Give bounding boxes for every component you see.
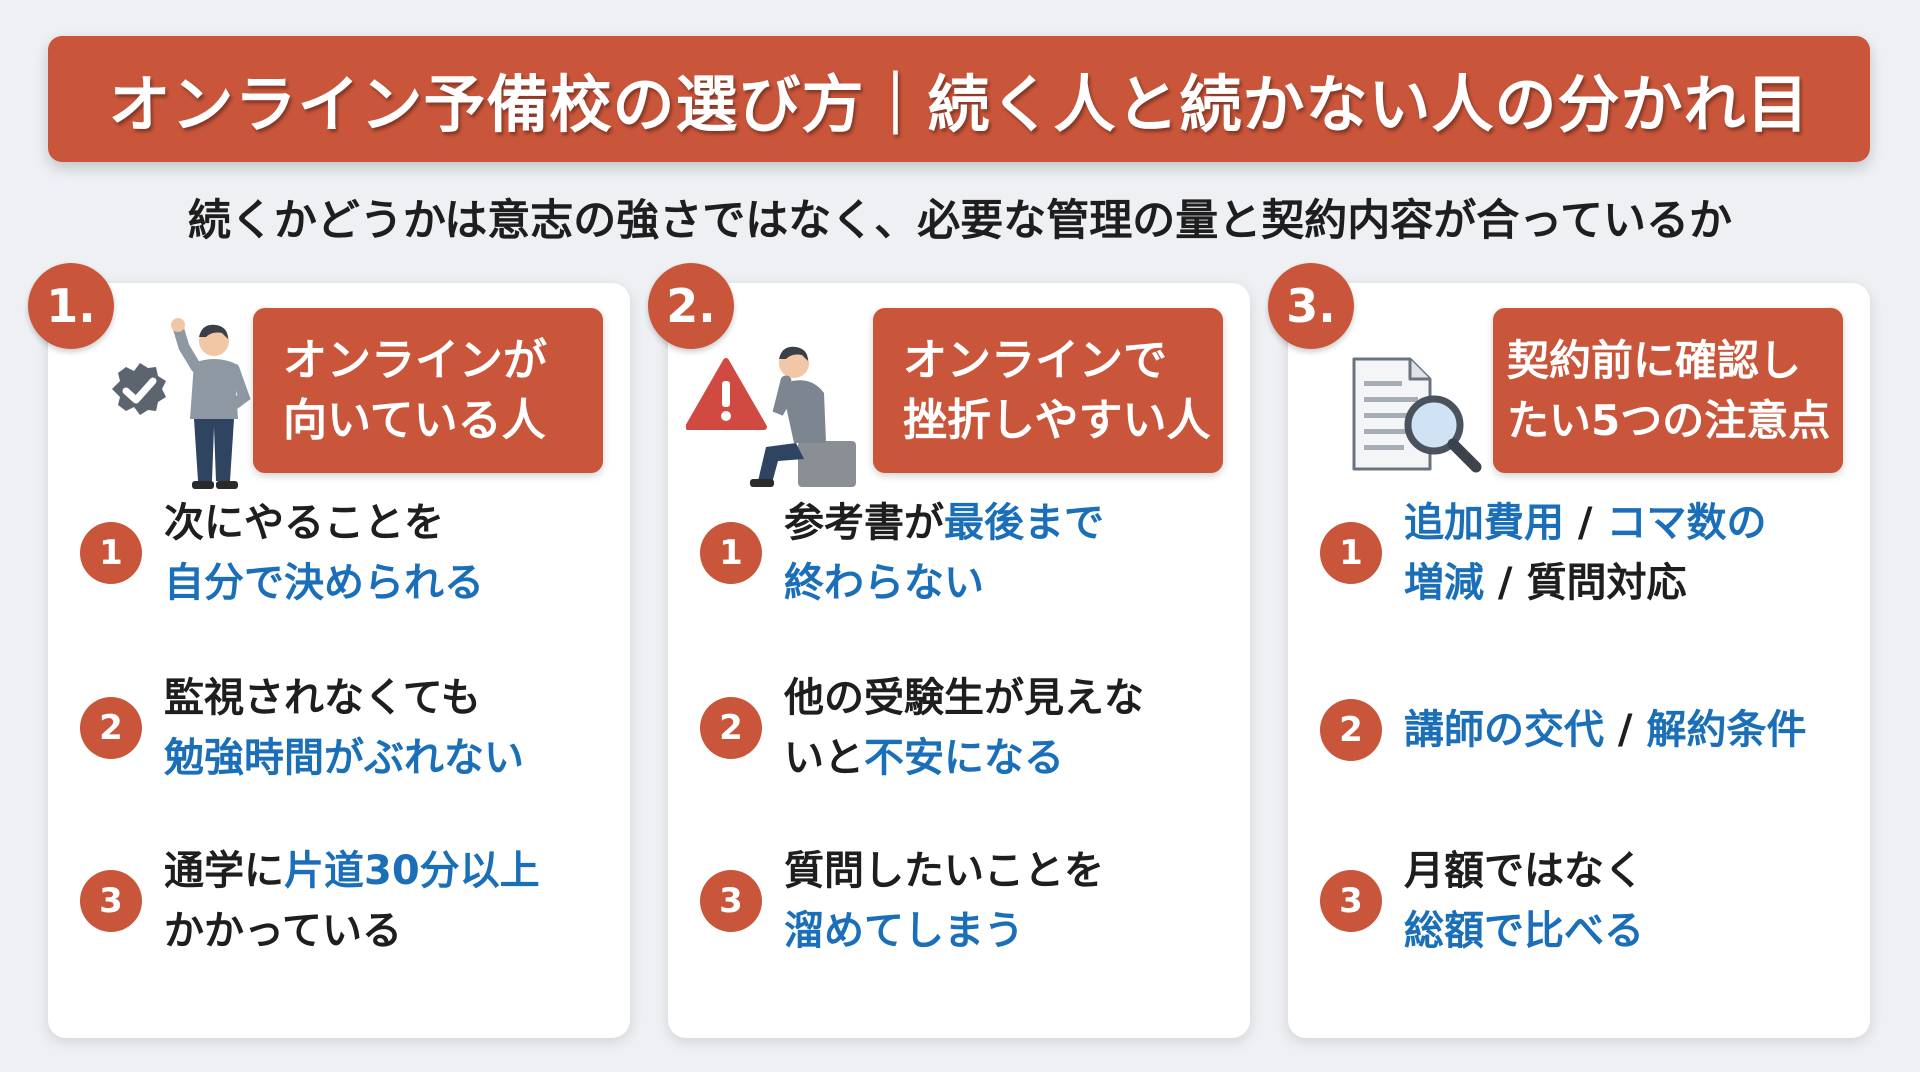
discouraged-person-illustration [686,346,856,487]
checkmark-badge-icon [112,363,166,415]
card-header: オンラインで 挫折しやすい人 [873,308,1223,473]
list-item: 2 講師の交代 / 解約条件 [1320,699,1860,761]
warning-triangle-icon [686,358,767,430]
item-number-badge: 3 [700,870,762,932]
list-item: 3 質問したいことを 溜めてしまう [700,841,1240,961]
card-header: オンラインが 向いている人 [253,308,603,473]
item-number-badge: 2 [1320,699,1382,761]
page-title: オンライン予備校の選び方｜続く人と続かない人の分かれ目 [108,68,1810,141]
card-number: 3. [1268,263,1354,349]
card-suited: 1. オンラインが 向いている人 1 次にやることを 自分で決められる 2 [28,263,630,1038]
card-number: 1. [28,263,114,349]
item-number-badge: 2 [80,697,142,759]
item-number-badge: 1 [80,522,142,584]
item-number-badge: 1 [700,522,762,584]
item-number-badge: 3 [80,870,142,932]
list-item: 1 参考書が最後まで 終わらない [700,493,1240,613]
person-figure [750,346,856,487]
card-header: 契約前に確認し たい5つの注意点 [1493,308,1843,473]
person-figure [171,318,251,489]
list-item: 3 通学に片道30分以上 かかっている [80,841,620,961]
document-search-icon [1352,357,1482,473]
list-item: 1 次にやることを 自分で決められる [80,493,620,613]
item-number-badge: 2 [700,697,762,759]
card-number: 2. [648,263,734,349]
card-dropout: 2. オンラインで 挫折しやすい人 1 参考書が最後まで 終わらない 2 他の [648,263,1250,1038]
confident-person-illustration [112,318,251,489]
card-checklist: 3. 契約前に確認し たい5つの注意点 1 追加費用 / コマ数の 増減 / 質… [1268,263,1870,1038]
item-number-badge: 1 [1320,522,1382,584]
list-item: 1 追加費用 / コマ数の 増減 / 質問対応 [1320,493,1860,613]
list-item: 3 月額ではなく 総額で比べる [1320,841,1860,961]
list-item: 2 他の受験生が見えな いと不安になる [700,668,1240,788]
item-number-badge: 3 [1320,870,1382,932]
title-banner: オンライン予備校の選び方｜続く人と続かない人の分かれ目 [48,36,1870,162]
page-subtitle: 続くかどうかは意志の強さではなく、必要な管理の量と契約内容が合っているか [187,196,1733,246]
list-item: 2 監視されなくても 勉強時間がぶれない [80,668,620,788]
